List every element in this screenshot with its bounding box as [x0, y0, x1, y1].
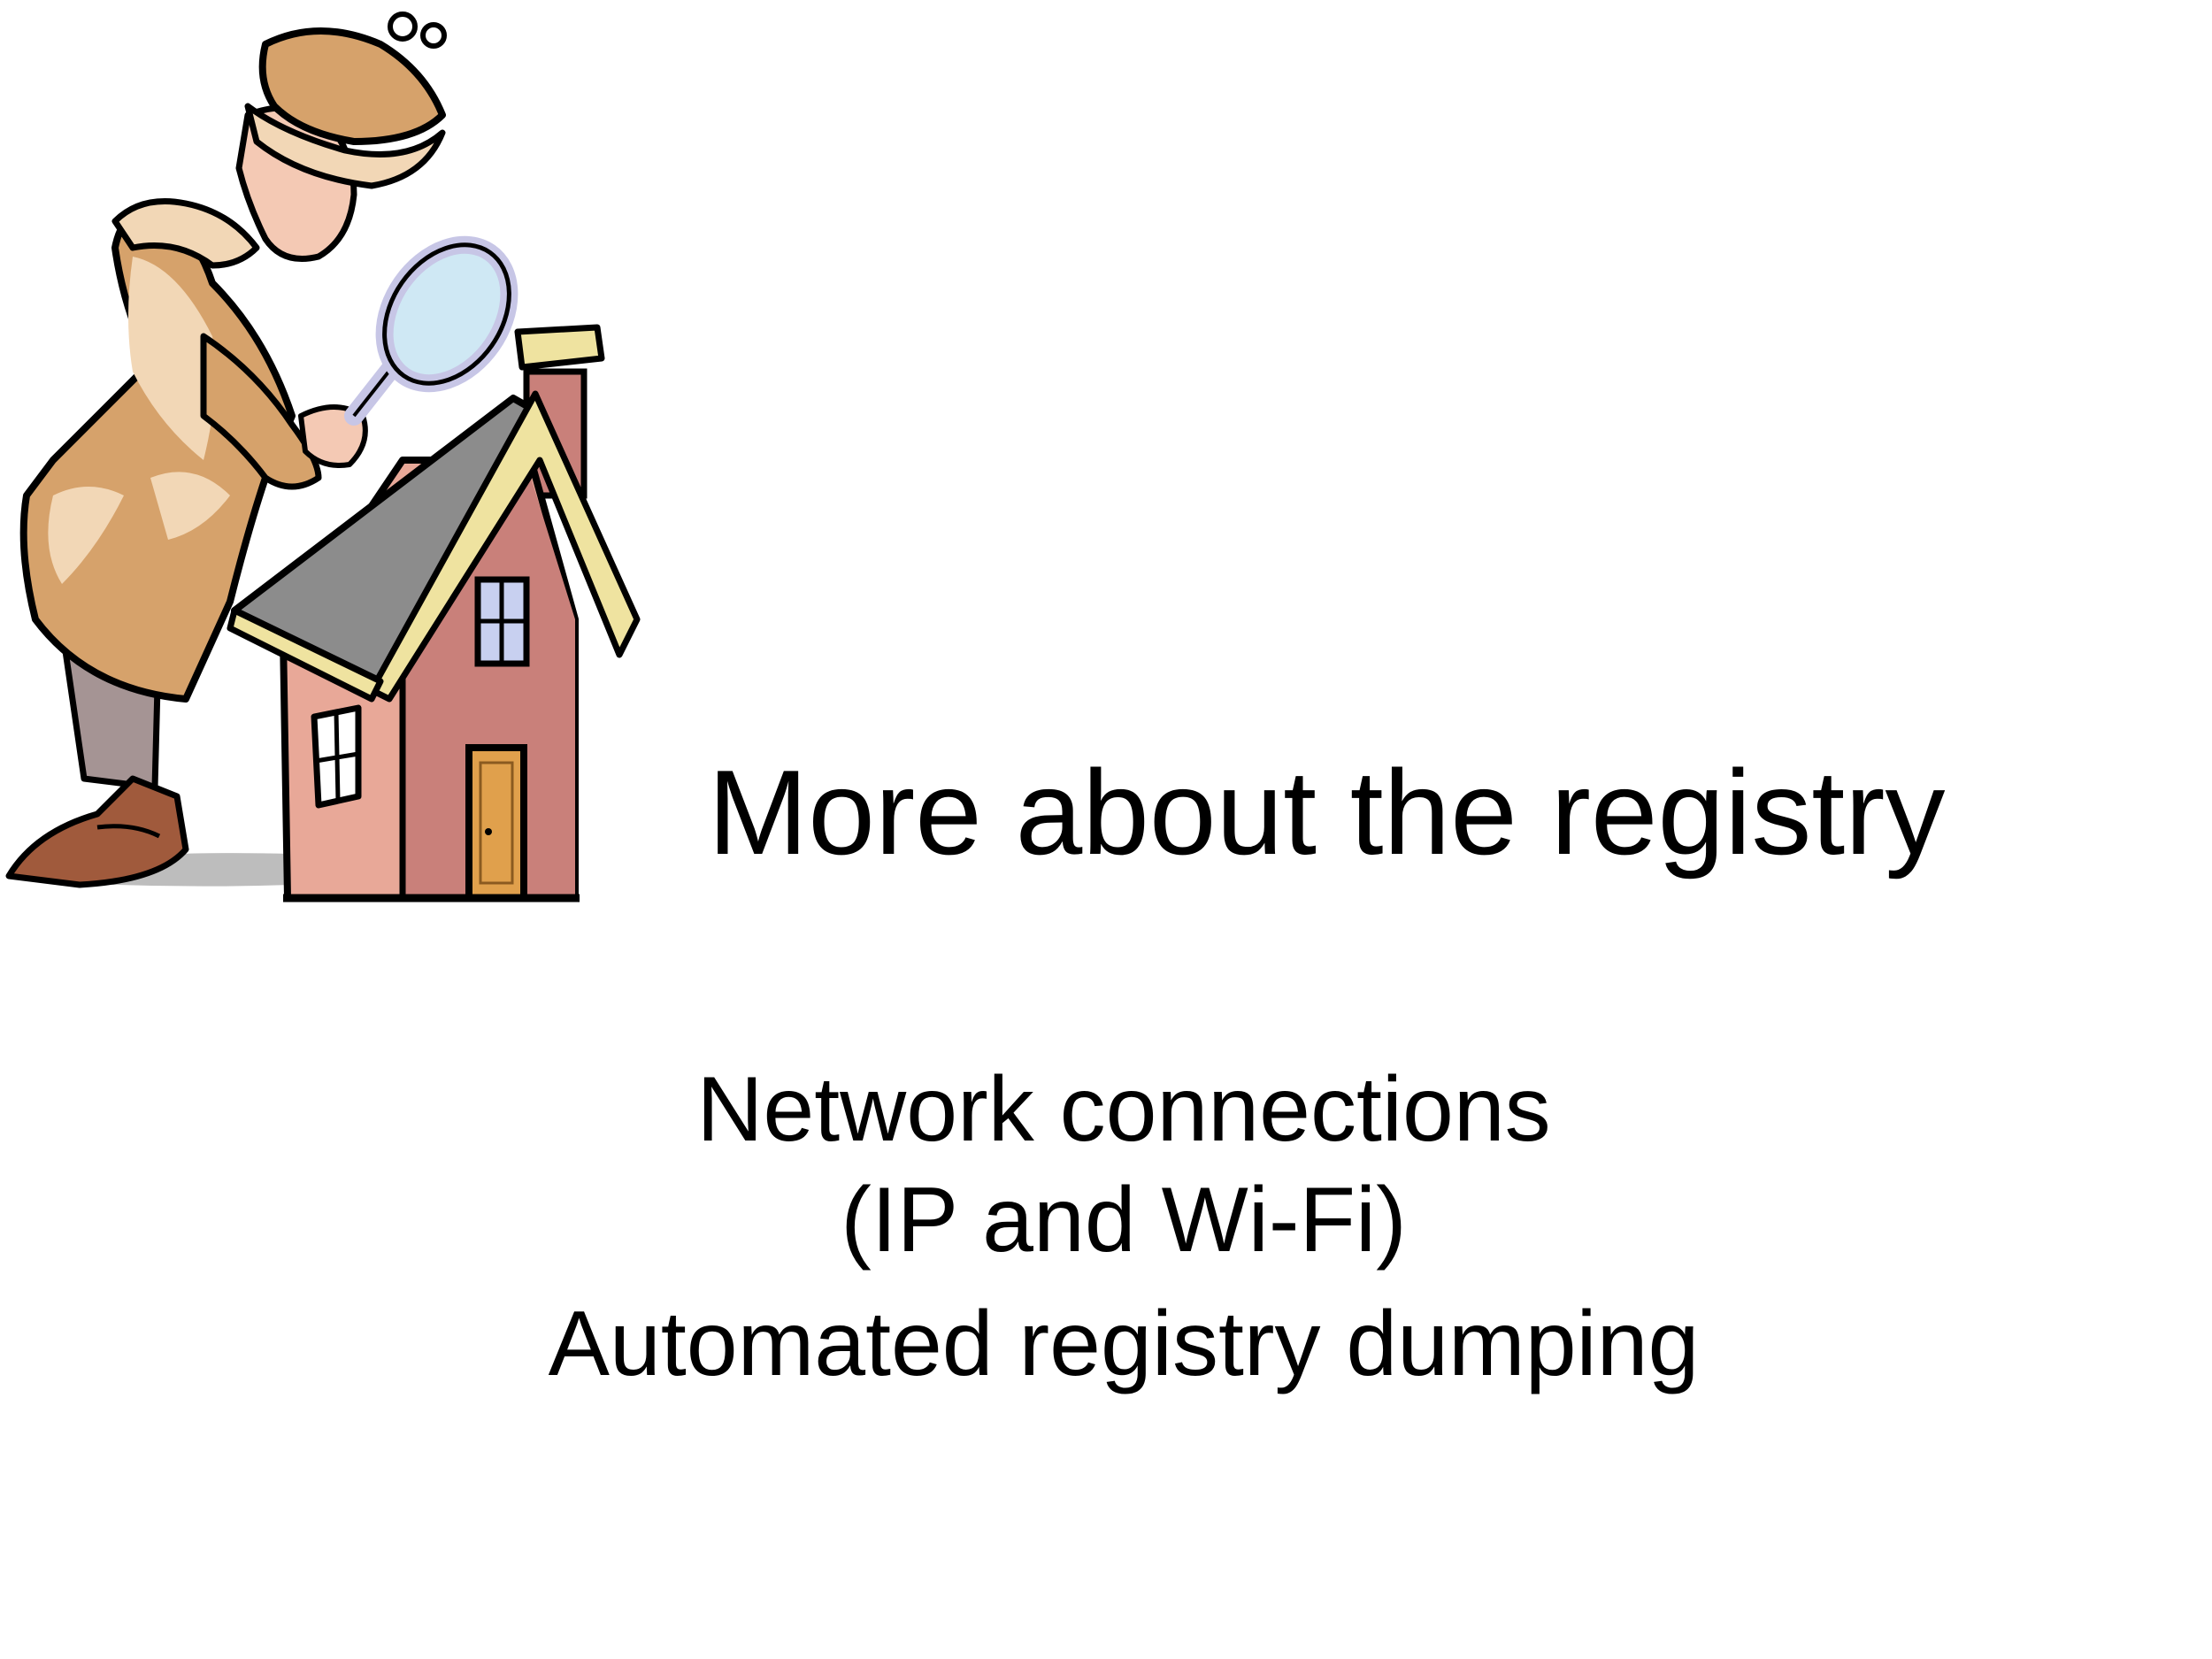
slide-subtitle: Network connections (IP and Wi-Fi) Autom…: [0, 1057, 2212, 1447]
subtitle-line-ip-wifi: (IP and Wi-Fi): [841, 1169, 1407, 1271]
detective-house-icon: [5, 12, 641, 902]
slide-title: More about the registry: [708, 745, 1946, 879]
subtitle-line-automated-dumping: Automated registry dumping: [548, 1293, 1700, 1395]
subtitle-line-network-connections: Network connections: [696, 1058, 1551, 1161]
